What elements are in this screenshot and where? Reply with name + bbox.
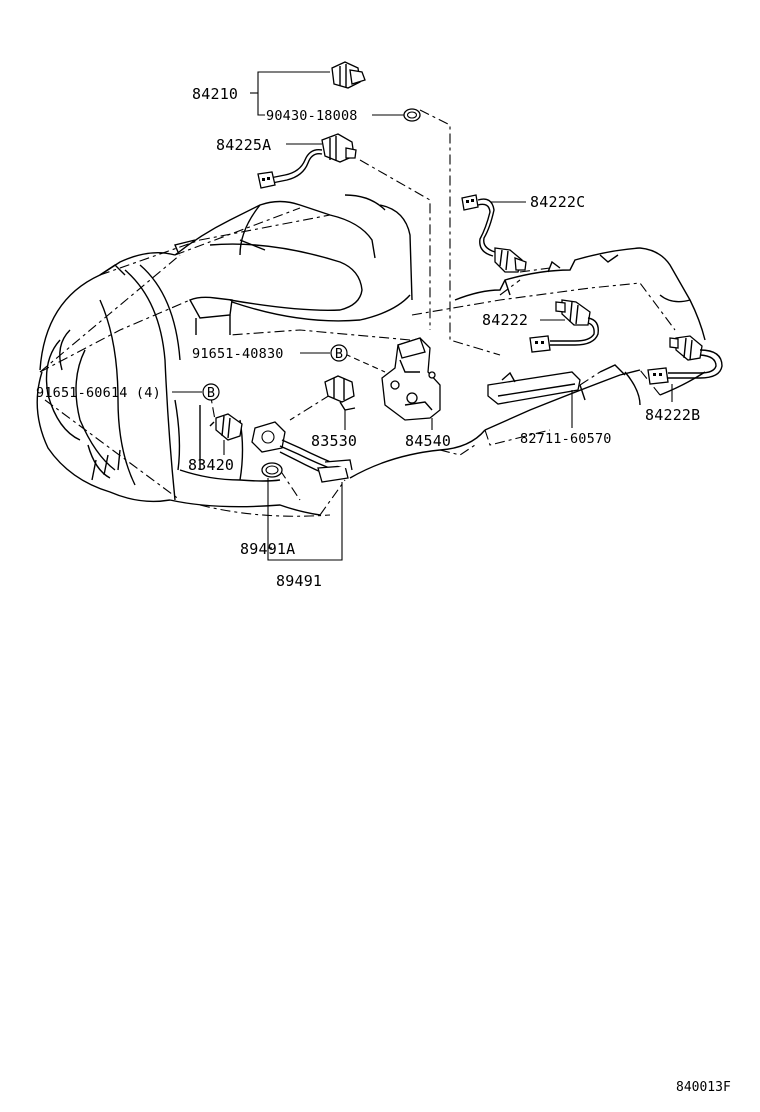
label-84225A[interactable]: 84225A xyxy=(216,136,271,154)
part-90430-gasket[interactable] xyxy=(403,108,421,122)
label-84540[interactable]: 84540 xyxy=(405,432,451,450)
part-84540-neutral-start-switch[interactable] xyxy=(381,337,441,421)
label-82711-60570[interactable]: 82711-60570 xyxy=(520,431,612,447)
label-89491[interactable]: 89491 xyxy=(276,572,322,590)
part-83530-switch[interactable] xyxy=(324,375,356,411)
label-91651-60614[interactable]: 91651-60614 (4) xyxy=(36,385,161,401)
part-82711-cover[interactable] xyxy=(487,371,581,405)
label-84222C[interactable]: 84222C xyxy=(530,193,585,211)
label-89491A[interactable]: 89491A xyxy=(240,540,295,558)
part-number-labels: 84210 90430-18008 84225A 84222C 84222 91… xyxy=(36,85,700,590)
part-84222-sensor[interactable] xyxy=(529,299,599,353)
label-90430-18008[interactable]: 90430-18008 xyxy=(266,108,358,124)
transmission-housing xyxy=(36,194,706,517)
label-83420[interactable]: 83420 xyxy=(188,456,234,474)
part-84222B-sensor[interactable] xyxy=(647,335,723,385)
label-84222B[interactable]: 84222B xyxy=(645,406,700,424)
part-89491-sensor[interactable] xyxy=(251,421,353,483)
locating-dashed-lines xyxy=(39,109,676,516)
bolt-marker-b-2: B xyxy=(202,383,220,401)
bolt-marker-b-1: B xyxy=(330,344,348,362)
label-91651-40830[interactable]: 91651-40830 xyxy=(192,346,284,362)
marker-letter: B xyxy=(335,346,343,362)
label-84222[interactable]: 84222 xyxy=(482,311,528,329)
part-84222C-sensor[interactable] xyxy=(461,194,527,273)
diagram-reference-code: 840013F xyxy=(676,1080,731,1095)
part-89491A-seal[interactable] xyxy=(261,462,283,478)
label-84210[interactable]: 84210 xyxy=(192,85,238,103)
leader-lines xyxy=(172,71,673,561)
part-84210-switch[interactable] xyxy=(331,61,366,89)
marker-letter: B xyxy=(207,385,215,401)
label-83530[interactable]: 83530 xyxy=(311,432,357,450)
part-83420-sensor[interactable] xyxy=(209,413,243,441)
part-84225A-sensor[interactable] xyxy=(257,133,357,189)
